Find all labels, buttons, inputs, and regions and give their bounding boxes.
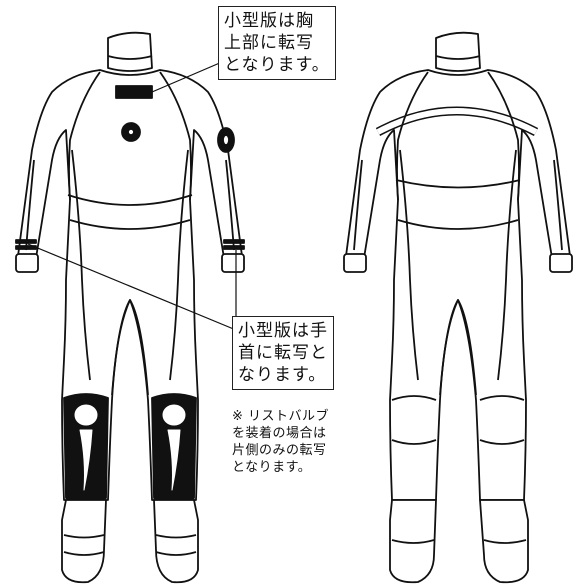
wrist-valve-note: ※ リストバルブ を装着の場合は 片側のみの転写 となります。 — [232, 409, 330, 475]
leader-lines — [27, 61, 237, 331]
wrist-transfer-callout: 小型版は手 首に転写と なります。 — [232, 316, 334, 390]
front-suit — [15, 31, 245, 584]
chest-transfer-callout: 小型版は胸 上部に転写 となります。 — [218, 6, 336, 80]
back-suit — [343, 31, 573, 584]
